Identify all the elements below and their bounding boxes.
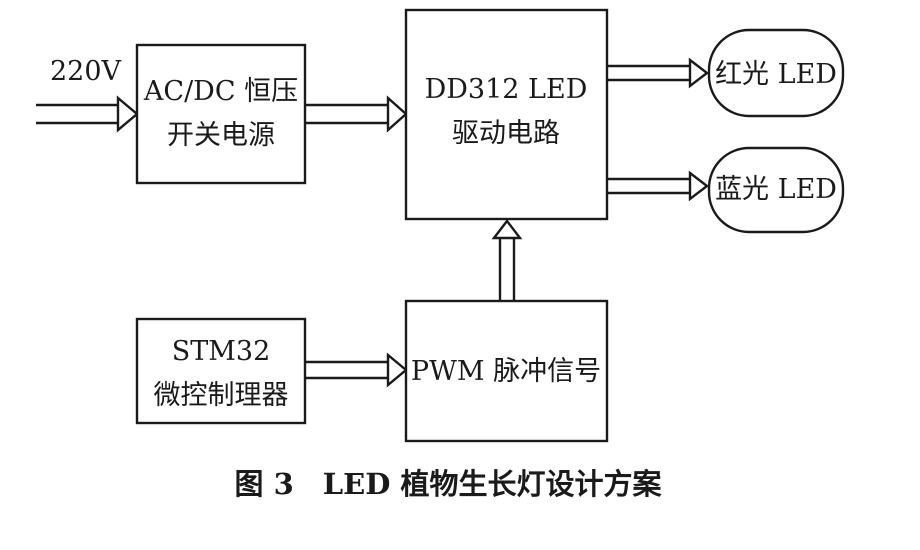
led-driver-line1: DD312 LED [425, 74, 588, 105]
arrow-power-to-driver [305, 95, 408, 133]
blue-led-block: 蓝光 LED [707, 146, 845, 234]
pwm-label: PWM 脉冲信号 [411, 356, 601, 387]
blue-led-label: 蓝光 LED [715, 174, 837, 205]
arrow-driver-to-red-led [607, 57, 709, 89]
power-supply-line2: 开关电源 [167, 120, 275, 151]
power-supply-block: AC/DC 恒压 开关电源 [135, 43, 307, 185]
power-supply-line1: AC/DC 恒压 [143, 76, 298, 107]
input-voltage-label: 220V [50, 56, 122, 87]
mcu-line2: 微控制理器 [154, 380, 289, 411]
mcu-line1: STM32 [172, 336, 271, 367]
arrow-input-to-power [36, 95, 139, 133]
arrow-pwm-to-driver [491, 219, 523, 301]
led-driver-line2: 驱动电路 [452, 118, 560, 149]
arrow-mcu-to-pwm [305, 352, 408, 388]
led-driver-block: DD312 LED 驱动电路 [404, 8, 609, 221]
figure-caption: 图 3 LED 植物生长灯设计方案 [234, 467, 662, 501]
mcu-block: STM32 微控制理器 [135, 317, 307, 425]
pwm-block: PWM 脉冲信号 [404, 299, 609, 443]
arrow-driver-to-blue-led [607, 170, 709, 202]
red-led-block: 红光 LED [707, 28, 845, 118]
red-led-label: 红光 LED [715, 59, 837, 90]
